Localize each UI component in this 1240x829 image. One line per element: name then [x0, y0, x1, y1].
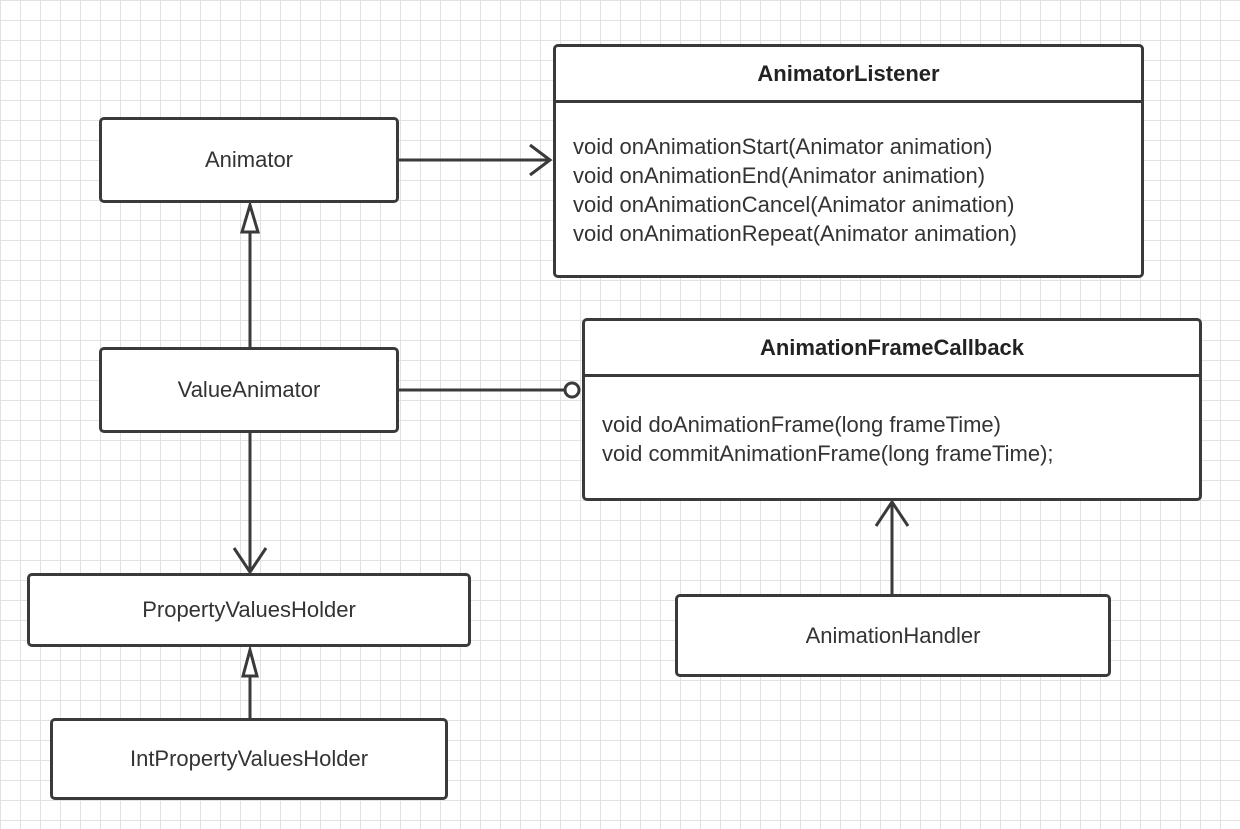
association-handler-callback	[874, 499, 910, 594]
method-line: void commitAnimationFrame(long frameTime…	[602, 441, 1054, 466]
association-animator-listener	[398, 143, 553, 177]
animator-class-label: Animator	[204, 147, 294, 172]
method-line: void onAnimationCancel(Animator animatio…	[573, 192, 1015, 217]
method-line: void onAnimationEnd(Animator animation)	[573, 163, 986, 188]
value-animator-class-box: ValueAnimator	[99, 347, 399, 433]
inheritance-valueanimator-animator	[239, 199, 261, 347]
method-line: void onAnimationRepeat(Animator animatio…	[573, 221, 1017, 246]
method-line: void onAnimationStart(Animator animation…	[573, 134, 993, 159]
animator-listener-title: AnimatorListener	[757, 60, 940, 86]
animator-class-box: Animator	[99, 117, 399, 203]
int-property-values-holder-class-box: IntPropertyValuesHolder	[50, 718, 448, 800]
animation-frame-callback-interface-box: AnimationFrameCallback void doAnimationF…	[582, 318, 1202, 501]
association-valueanimator-holder	[232, 433, 268, 575]
animation-frame-callback-header: AnimationFrameCallback	[585, 321, 1199, 377]
int-property-values-holder-class-label: IntPropertyValuesHolder	[129, 746, 369, 771]
animation-handler-class-label: AnimationHandler	[805, 622, 981, 648]
inheritance-intholder-holder	[241, 644, 259, 718]
property-values-holder-class-label: PropertyValuesHolder	[142, 597, 356, 622]
animator-listener-methods: void onAnimationStart(Animator animation…	[556, 103, 1141, 248]
animation-frame-callback-title: AnimationFrameCallback	[759, 334, 1025, 360]
animator-listener-interface-box: AnimatorListener void onAnimationStart(A…	[553, 44, 1144, 278]
animator-listener-header: AnimatorListener	[556, 47, 1141, 103]
property-values-holder-class-box: PropertyValuesHolder	[27, 573, 471, 647]
value-animator-class-label: ValueAnimator	[177, 377, 321, 402]
implements-valueanimator-callback	[398, 381, 581, 399]
animation-frame-callback-methods: void doAnimationFrame(long frameTime) vo…	[585, 377, 1199, 468]
animation-handler-class-box: AnimationHandler	[675, 594, 1111, 677]
method-line: void doAnimationFrame(long frameTime)	[602, 412, 1001, 437]
